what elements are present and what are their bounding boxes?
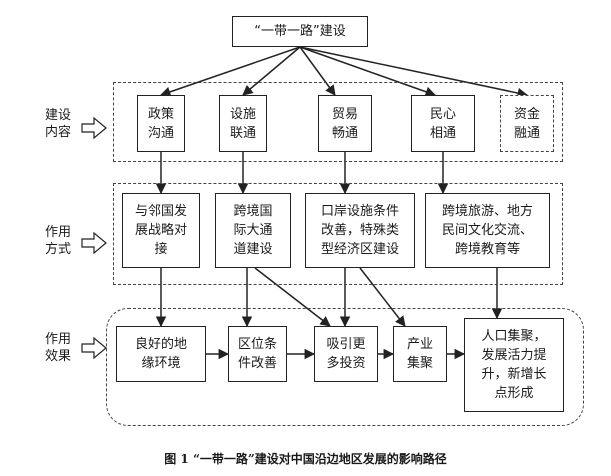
content-trade: 贸易 畅通 xyxy=(318,95,372,152)
content-facility-label: 设施 联通 xyxy=(229,106,256,141)
arrow-port-industry xyxy=(359,267,406,327)
row-arrow-effect xyxy=(81,336,107,360)
effect-industry-label: 产业 集聚 xyxy=(406,337,433,371)
content-facility: 设施 联通 xyxy=(219,95,267,152)
method-corridor-label: 跨境国 际大通 道建设 xyxy=(233,204,273,257)
method-corridor: 跨境国 际大通 道建设 xyxy=(215,193,291,268)
effect-geo-label: 良好的地 缘环境 xyxy=(134,337,187,371)
effect-population-label: 人口集聚， 发展活力提 升，新增长 点形成 xyxy=(481,329,547,401)
method-culture-label: 跨境旅游、地方 民间文化交流、 跨境教育等 xyxy=(441,204,533,257)
effect-location: 区位条 件改善 xyxy=(228,326,287,382)
effect-industry: 产业 集聚 xyxy=(393,326,447,382)
arrow-top-trade xyxy=(299,46,336,96)
arrow-corridor-invest xyxy=(254,267,331,327)
effect-population: 人口集聚， 发展活力提 升，新增长 点形成 xyxy=(464,318,564,412)
content-finance: 资金 融通 xyxy=(500,95,554,152)
arrow-top-policy xyxy=(160,46,301,97)
top-title: “一带一路”建设 xyxy=(232,16,368,47)
content-trade-label: 贸易 畅通 xyxy=(331,106,358,141)
content-policy-label: 政策 沟通 xyxy=(147,106,174,141)
arrow-top-finance xyxy=(299,46,529,99)
effect-location-label: 区位条 件改善 xyxy=(237,337,277,371)
effect-invest: 吸引更 多投资 xyxy=(314,326,378,382)
row-label-method: 作用 方式 xyxy=(44,225,71,257)
method-port: 口岸设施条件 改善，特殊类 型经济区建设 xyxy=(305,193,415,268)
content-policy: 政策 沟通 xyxy=(137,95,185,152)
group-effect xyxy=(106,308,584,426)
arrow-top-facility xyxy=(242,46,301,96)
figure-caption: 图 1 “一带一路”建设对中国沿边地区发展的影响路径 xyxy=(164,452,447,466)
row-arrow-method xyxy=(81,231,107,255)
group-method xyxy=(113,183,563,285)
method-port-label: 口岸设施条件 改善，特殊类 型经济区建设 xyxy=(320,204,399,257)
content-finance-label: 资金 融通 xyxy=(513,106,540,141)
method-culture: 跨境旅游、地方 民间文化交流、 跨境教育等 xyxy=(425,193,550,268)
arrow-top-people xyxy=(299,46,436,97)
content-people-label: 民心 相通 xyxy=(429,106,456,141)
effect-geo: 良好的地 缘环境 xyxy=(116,326,206,382)
method-strategy-label: 与邻国发 展战略对 接 xyxy=(134,204,187,257)
row-label-effect: 作用 效果 xyxy=(44,332,71,364)
effect-invest-label: 吸引更 多投资 xyxy=(326,337,366,371)
group-content xyxy=(113,82,563,162)
content-people: 民心 相通 xyxy=(411,95,475,152)
top-title-text: “一带一路”建设 xyxy=(254,24,346,39)
method-strategy: 与邻国发 展战略对 接 xyxy=(122,193,200,268)
row-label-content: 建设 内容 xyxy=(44,108,71,140)
row-arrow-content xyxy=(81,116,107,140)
